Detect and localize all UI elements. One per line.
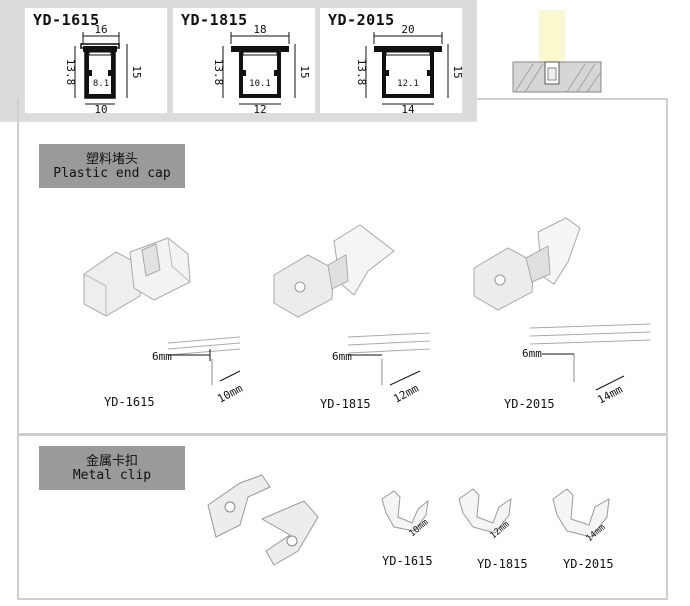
end-cap-image-yd1815 <box>273 224 395 318</box>
bottom-width-label: 10 <box>94 103 107 116</box>
profile-drawing: 18 13.8 15 10.1 12 <box>212 23 311 116</box>
section-divider <box>17 433 668 436</box>
left-height-label: 13.8 <box>64 59 77 86</box>
end-cap-dimension-diagram: 6mm 14mm <box>522 323 651 407</box>
profile-title: YD-1815 <box>181 11 248 29</box>
section-title-en: Metal clip <box>72 468 152 483</box>
profile-card-yd2015: YD-2015 20 13.8 15 12.1 14 <box>320 8 464 116</box>
metal-clip-dimension-diagram: 10mm <box>381 490 431 540</box>
content-frame <box>17 98 668 600</box>
end-cap-model-label: YD-2015 <box>504 397 555 411</box>
right-height-label: 15 <box>451 65 464 78</box>
top-width-label: 18 <box>253 23 266 36</box>
profile-title: YD-1615 <box>33 11 100 29</box>
divider-line <box>477 98 667 100</box>
clip-width-label: 10mm <box>408 518 431 540</box>
end-cap-width-label: 14mm <box>595 383 625 407</box>
installed-profile-illustration <box>512 10 602 93</box>
end-cap-depth-label: 6mm <box>522 347 542 360</box>
inner-width-label: 10.1 <box>249 79 271 89</box>
profile-drawing: 16 13.8 15 8.1 10 <box>64 23 143 116</box>
end-cap-model-label: YD-1615 <box>104 395 155 409</box>
bottom-width-label: 14 <box>401 103 415 116</box>
section-title-en: Plastic end cap <box>53 166 171 181</box>
top-width-label: 20 <box>401 23 414 36</box>
end-cap-width-label: 12mm <box>391 382 421 406</box>
inner-width-label: 12.1 <box>397 79 419 89</box>
left-height-label: 13.8 <box>355 59 368 86</box>
clip-model-label: YD-1615 <box>382 554 433 568</box>
clip-model-label: YD-2015 <box>563 557 614 571</box>
profile-card-yd1615: YD-1615 16 13.8 15 8.1 10 <box>25 8 167 116</box>
section-title-zh: 金属卡扣 <box>85 454 138 469</box>
end-cap-image-yd2015 <box>473 217 581 311</box>
profile-card-yd1815: YD-1815 18 13.8 15 10.1 12 <box>173 8 315 116</box>
metal-clip-dimension-diagram: 14mm <box>552 488 610 544</box>
profile-drawing: 20 13.8 15 12.1 14 <box>355 23 464 116</box>
metal-clip-image <box>207 474 319 566</box>
right-height-label: 15 <box>130 65 143 78</box>
left-height-label: 13.8 <box>212 59 225 86</box>
end-cap-depth-label: 6mm <box>152 350 172 363</box>
profile-title: YD-2015 <box>328 11 395 29</box>
clip-model-label: YD-1815 <box>477 557 528 571</box>
top-width-label: 16 <box>94 23 107 36</box>
inner-width-label: 8.1 <box>93 79 109 89</box>
end-cap-dimension-diagram: 6mm 12mm <box>332 332 431 406</box>
bottom-width-label: 12 <box>253 103 266 116</box>
end-cap-dimension-diagram: 6mm 10mm <box>152 336 245 406</box>
end-cap-image-yd1615 <box>83 237 191 317</box>
end-cap-depth-label: 6mm <box>332 350 352 363</box>
section-label-clip: 金属卡扣 Metal clip <box>39 446 185 490</box>
section-title-zh: 塑料堵头 <box>85 152 138 167</box>
section-label-end-cap: 塑料堵头 Plastic end cap <box>39 144 185 188</box>
end-cap-model-label: YD-1815 <box>320 397 371 411</box>
metal-clip-dimension-diagram: 12mm <box>458 488 512 541</box>
right-height-label: 15 <box>298 65 311 78</box>
end-cap-width-label: 10mm <box>215 382 245 406</box>
